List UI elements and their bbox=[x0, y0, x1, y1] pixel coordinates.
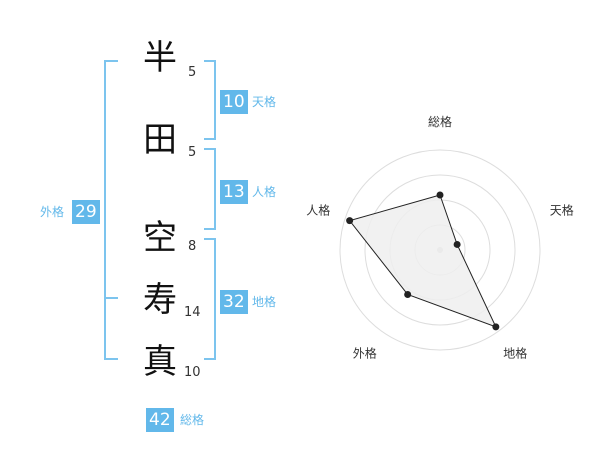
soukaku-badge: 42 bbox=[146, 408, 174, 432]
name-char-2: 田 bbox=[143, 120, 177, 160]
tenkaku-label: 天格 bbox=[252, 95, 277, 109]
name-char-3: 空 bbox=[143, 218, 177, 258]
gaikaku-badge: 29 bbox=[72, 200, 100, 224]
radar-ring-3 bbox=[364, 174, 516, 326]
jinkaku-badge: 13 bbox=[220, 180, 248, 204]
stroke-count-5: 10 bbox=[184, 365, 201, 380]
radar-axis-label-1: 総格 bbox=[428, 114, 452, 129]
radar-series-polygon bbox=[348, 194, 497, 328]
radar-point-2 bbox=[453, 240, 461, 248]
radar-axis-label-5: 人格 bbox=[306, 202, 330, 217]
stroke-count-3: 8 bbox=[188, 239, 197, 254]
radar-axis-label-2: 天格 bbox=[550, 202, 574, 217]
radar-axis-label-3: 地格 bbox=[503, 346, 527, 361]
gaikaku-bracket-tick bbox=[104, 297, 118, 299]
radar-point-1 bbox=[436, 191, 444, 199]
radar-point-4 bbox=[404, 290, 412, 298]
chikaku-badge: 32 bbox=[220, 290, 248, 314]
name-char-1: 半 bbox=[143, 38, 177, 78]
tenkaku-bracket bbox=[204, 60, 216, 140]
stroke-count-4: 14 bbox=[184, 305, 201, 320]
stroke-count-1: 5 bbox=[188, 65, 197, 80]
chikaku-label: 地格 bbox=[252, 295, 277, 309]
gaikaku-label: 外格 bbox=[40, 205, 65, 219]
radar-ring-4 bbox=[339, 149, 541, 351]
jinkaku-bracket bbox=[204, 148, 216, 230]
radar-axis-label-4: 外格 bbox=[353, 346, 377, 361]
radar-point-3 bbox=[492, 323, 500, 331]
chikaku-bracket bbox=[204, 238, 216, 360]
tenkaku-badge: 10 bbox=[220, 90, 248, 114]
name-char-5: 真 bbox=[143, 342, 177, 382]
gaikaku-bracket bbox=[104, 60, 118, 360]
soukaku-label: 総格 bbox=[180, 413, 205, 427]
jinkaku-label: 人格 bbox=[252, 185, 277, 199]
stroke-count-2: 5 bbox=[188, 145, 197, 160]
name-char-4: 寿 bbox=[143, 280, 177, 320]
radar-point-5 bbox=[346, 217, 354, 225]
